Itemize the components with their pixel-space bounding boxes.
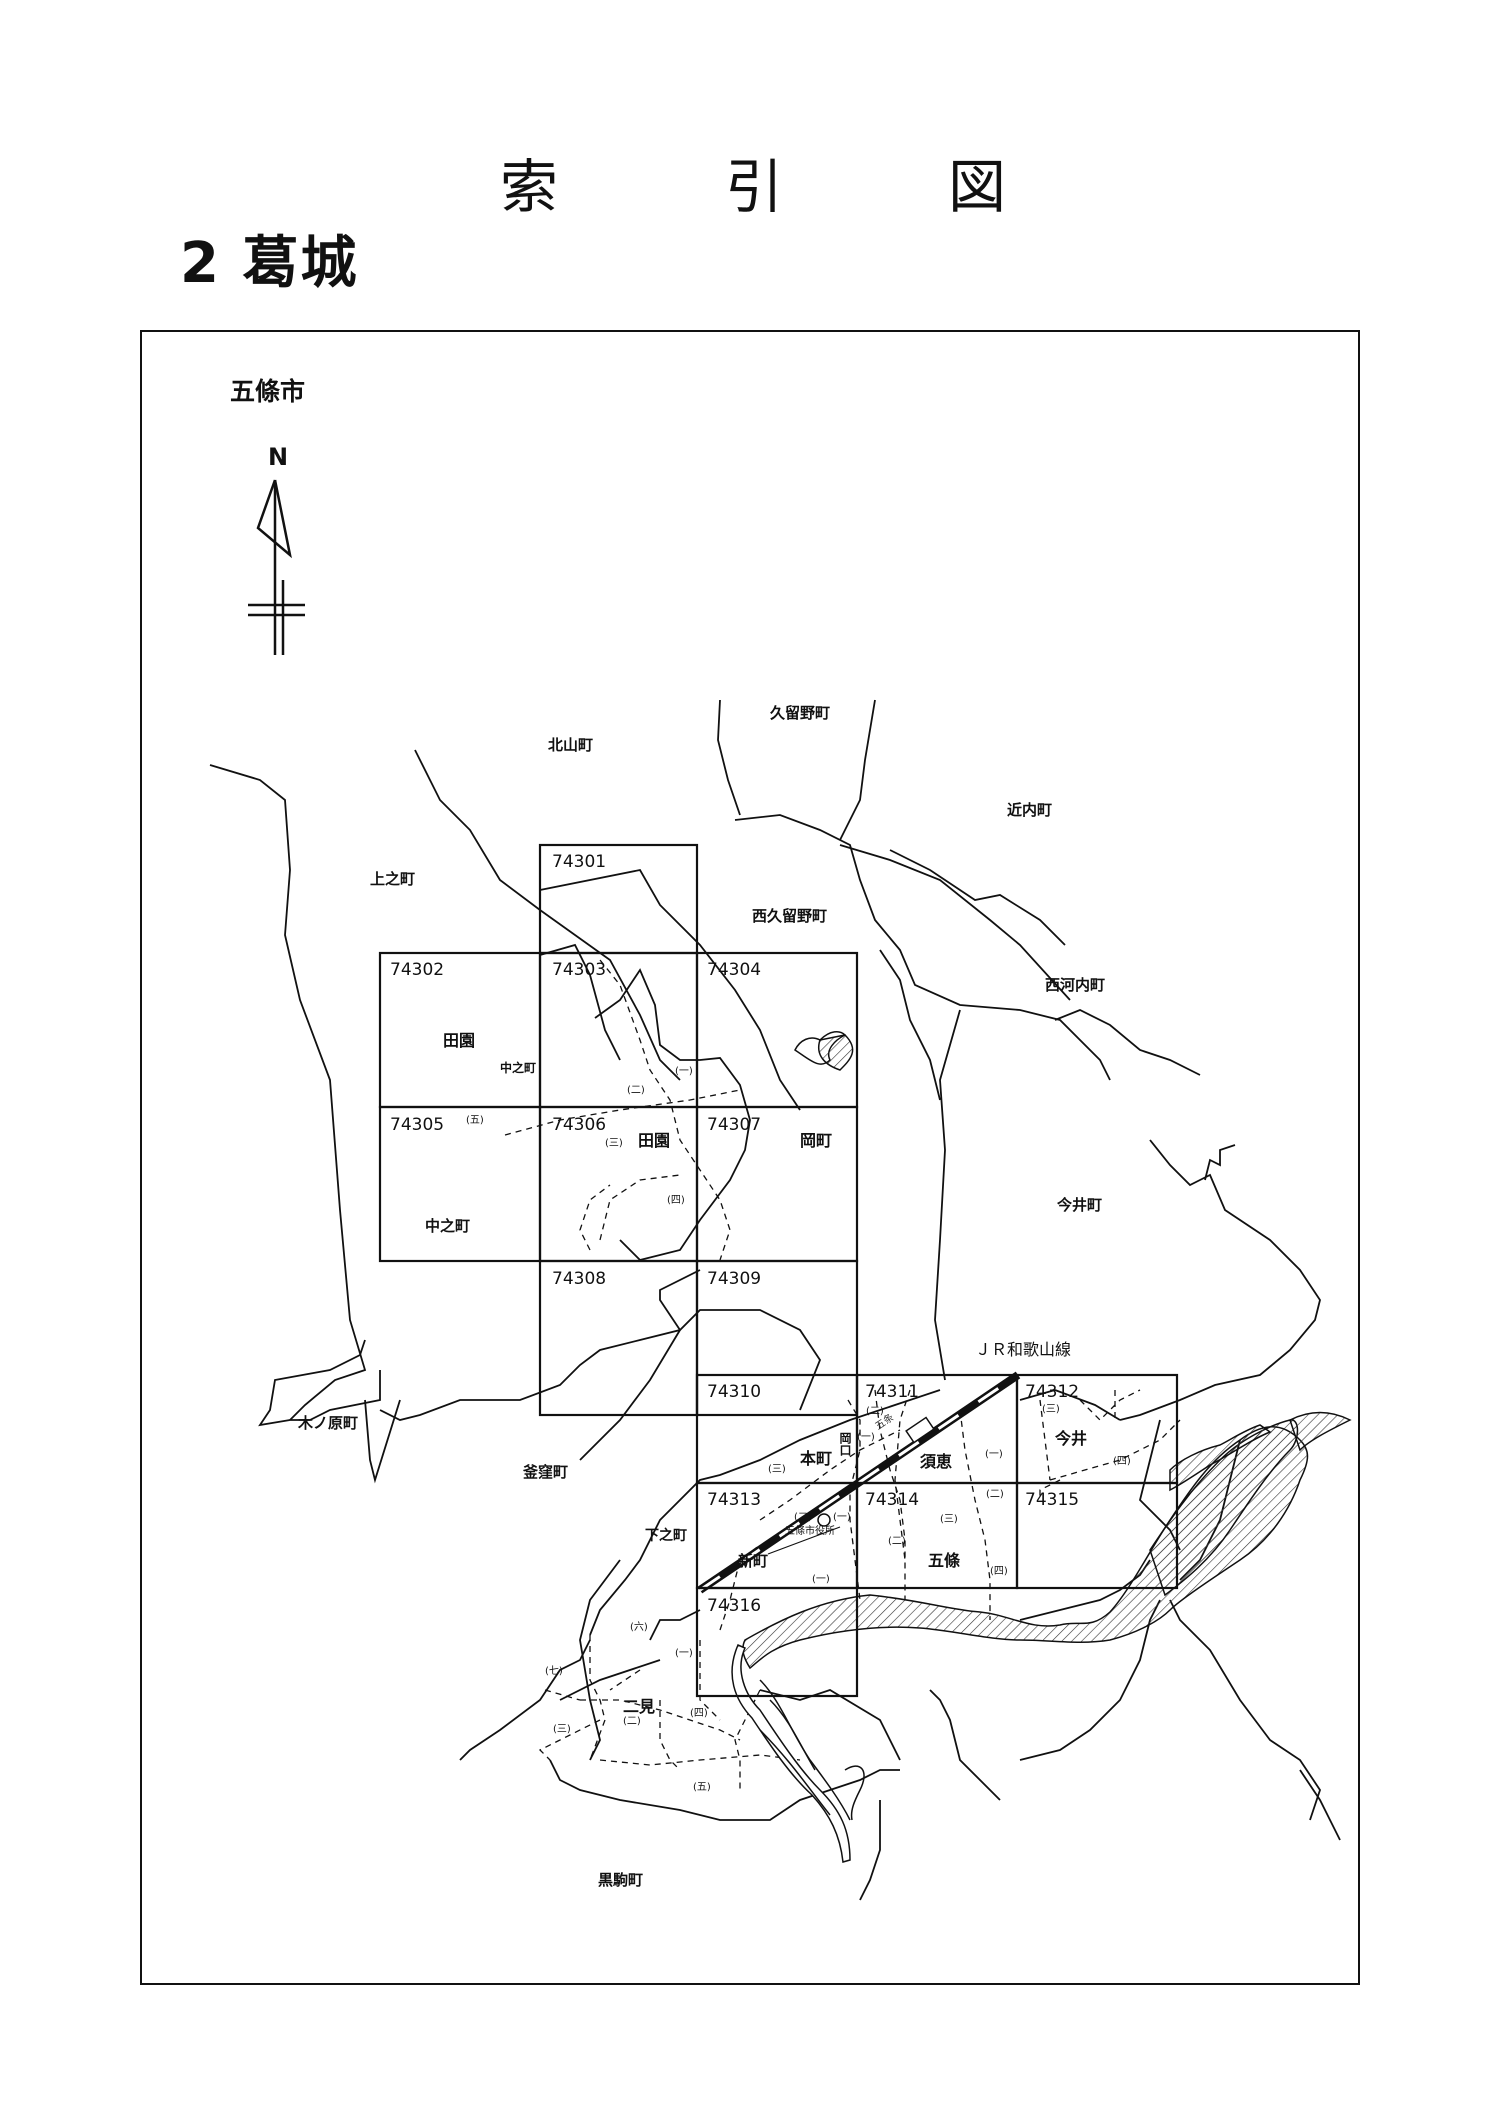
town-label: 田園 [638, 1131, 670, 1150]
title-char-1: 索 [500, 153, 559, 221]
town-label: 田園 [443, 1031, 475, 1050]
town-label: 木ノ原町 [297, 1414, 358, 1432]
town-label: 五條 [928, 1551, 961, 1570]
sheet-74302[interactable]: 74302 [390, 960, 444, 980]
sheet-74301[interactable]: 74301 [552, 852, 606, 872]
city-hall-leader [767, 1526, 841, 1555]
chome-label: (三) [605, 1138, 623, 1149]
town-label: 黒駒町 [598, 1871, 643, 1889]
chome-label: (七) [545, 1665, 563, 1677]
sheet-74309[interactable]: 74309 [707, 1269, 761, 1289]
chome-label: (一) [857, 1432, 875, 1443]
chome-labels: (五) (二) (一) (三) (四) (二) (一) (三) (一) (三) … [466, 1066, 1131, 1793]
sheet-74310[interactable]: 74310 [707, 1382, 761, 1402]
sheet-74315[interactable]: 74315 [1025, 1490, 1079, 1510]
chome-label: (四) [690, 1708, 708, 1719]
chome-boundaries [504, 959, 1181, 1790]
river-yoshino [731, 1030, 1352, 1863]
sheet-74314[interactable]: 74314 [865, 1490, 919, 1510]
city-label: 五條市 [230, 377, 306, 406]
town-label: 上之町 [370, 870, 415, 888]
chome-label: (六) [630, 1621, 648, 1633]
station-icon [905, 1416, 935, 1444]
town-label: 近内町 [1007, 801, 1052, 819]
chome-label: (五) [466, 1115, 484, 1126]
area-subtitle: 2 葛城 [180, 231, 359, 296]
chome-label: (二) [627, 1085, 645, 1096]
sheet-74303[interactable]: 74303 [552, 960, 606, 980]
chome-label: (三) [1042, 1404, 1060, 1415]
sheet-74316[interactable]: 74316 [707, 1596, 761, 1616]
town-label: 中之町 [500, 1060, 536, 1075]
sheet-74307[interactable]: 74307 [707, 1115, 761, 1135]
chome-label: (五) [693, 1782, 711, 1793]
town-label: 新町 [738, 1552, 768, 1570]
chome-label: (四) [667, 1195, 685, 1206]
chome-label: (一) [985, 1449, 1003, 1460]
sheet-74306[interactable]: 74306 [552, 1115, 606, 1135]
chome-label: (一) [812, 1574, 830, 1585]
city-hall-icon [817, 1513, 831, 1527]
chome-label: (二) [866, 1406, 884, 1417]
town-label: 中之町 [425, 1217, 470, 1235]
sheet-74311[interactable]: 74311 [865, 1382, 919, 1402]
town-label-okaguchi: 岡口 [838, 1432, 852, 1457]
town-label: 本町 [800, 1449, 832, 1468]
town-label: 今井町 [1056, 1196, 1102, 1214]
district-boundaries [209, 699, 1341, 1901]
title-char-3: 図 [948, 153, 1007, 221]
chome-label: (四) [990, 1566, 1008, 1577]
chome-label: (三) [553, 1724, 571, 1735]
town-label: 釜窪町 [522, 1463, 568, 1481]
chome-label: (二) [888, 1536, 906, 1547]
sheet-74305[interactable]: 74305 [390, 1115, 444, 1135]
town-label: 今井 [1054, 1429, 1087, 1448]
town-label: 西久留野町 [752, 907, 827, 925]
sheet-grid [378, 843, 1179, 1698]
chome-label: (一) [833, 1512, 851, 1523]
sheet-numbers: 74301 74302 74303 74304 74305 74306 7430… [390, 852, 1079, 1616]
town-label: 下之町 [645, 1527, 687, 1544]
north-label: N [268, 443, 288, 471]
chome-label: (一) [675, 1648, 693, 1659]
chome-label: (一) [675, 1066, 693, 1077]
railway-label: ＪＲ和歌山線 [975, 1340, 1071, 1359]
town-label: 須恵 [919, 1452, 952, 1471]
chome-label: (三) [940, 1514, 958, 1525]
chome-label: (四) [1113, 1456, 1131, 1467]
town-label: 二見 [623, 1697, 655, 1716]
chome-label: (二) [623, 1716, 641, 1727]
north-arrow-icon: N [248, 443, 305, 655]
town-label: 久留野町 [770, 704, 830, 722]
title-char-2: 引 [725, 153, 784, 221]
map-frame [140, 330, 1360, 1985]
sheet-74313[interactable]: 74313 [707, 1490, 761, 1510]
town-label: 岡町 [800, 1131, 832, 1150]
town-labels: 久留野町 北山町 近内町 上之町 西久留野町 西河内町 田園 中之町 田園 岡町… [297, 704, 1105, 1889]
sheet-74304[interactable]: 74304 [707, 960, 761, 980]
sheet-74308[interactable]: 74308 [552, 1269, 606, 1289]
town-label: 北山町 [548, 736, 593, 754]
town-label: 西河内町 [1045, 976, 1105, 994]
chome-label: (二) [794, 1512, 812, 1523]
chome-label: (二) [986, 1489, 1004, 1500]
chome-label: (三) [768, 1464, 786, 1475]
sheet-74312[interactable]: 74312 [1025, 1382, 1079, 1402]
city-hall-label: 五條市役所 [785, 1524, 835, 1537]
